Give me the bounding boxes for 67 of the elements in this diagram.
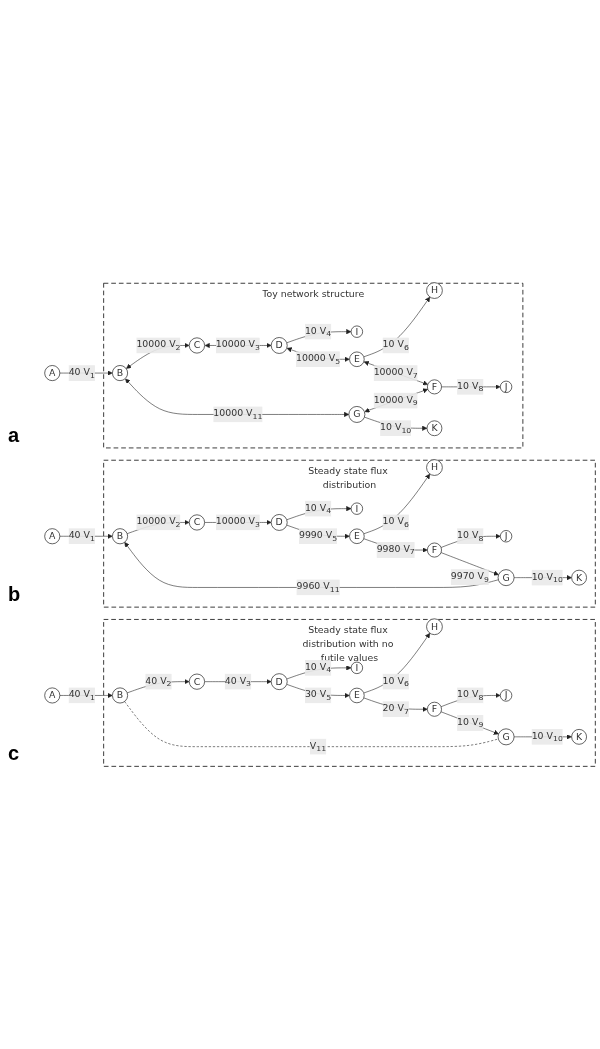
node-circle: K [571, 729, 587, 745]
node-circle: B [112, 687, 128, 704]
node-circle: E [349, 687, 365, 704]
edge-label: 10000 V$_{9}$ [373, 393, 418, 407]
edge-label: 10000 V$_{3}$ [215, 338, 260, 352]
node-circle: E [349, 528, 365, 544]
node-circle: E [349, 351, 365, 367]
edge-label: 40 V$_{1}$ [68, 688, 95, 702]
node-circle: C [188, 673, 205, 690]
node-circle: C [188, 337, 205, 354]
edge-label: 10000 V$_{11}$ [213, 407, 263, 421]
edge-label: 10 V$_{6}$ [382, 674, 409, 688]
edge-label: 10 V$_{8}$ [457, 529, 484, 543]
edge-label: 30 V$_{5}$ [304, 688, 332, 702]
edge-label: 9980 V$_{7}$ [376, 543, 415, 557]
node-circle: F [427, 379, 442, 395]
edge-label: 40 V$_{1}$ [68, 529, 95, 543]
node-circle: I [350, 661, 363, 674]
panel-letter: a [8, 423, 20, 447]
edge-label: 10 V$_{10}$ [380, 421, 412, 435]
edge-label: 10 V$_{10}$ [531, 570, 563, 584]
edge-label: V$_{11}$ [309, 739, 327, 753]
node-circle: J [499, 380, 513, 393]
panel-letter: c [8, 742, 20, 766]
node-circle: K [571, 569, 587, 586]
node-circle: A [44, 687, 61, 704]
node-circle: D [270, 514, 288, 531]
edge-label: 10 V$_{8}$ [457, 380, 484, 394]
edge-label: 10 V$_{4}$ [304, 661, 332, 675]
node-circle: G [497, 569, 515, 586]
node-circle: G [348, 406, 366, 423]
node-circle: F [427, 701, 442, 717]
node-circle: C [188, 514, 205, 531]
edge-label: 10 V$_{4}$ [304, 324, 332, 338]
edge-label: 10 V$_{9}$ [457, 716, 484, 730]
node-circle: G [497, 728, 515, 746]
edge-label: 9960 V$_{11}$ [296, 580, 340, 594]
panel-letter: b [8, 583, 21, 607]
node-circle: J [499, 689, 513, 702]
node-circle: D [270, 673, 288, 690]
node-circle: I [350, 502, 363, 515]
edge-label: 10 V$_{10}$ [531, 730, 563, 744]
edge-label: 10000 V$_{2}$ [136, 338, 181, 352]
node-circle: F [427, 542, 442, 558]
edge-label: 40 V$_{3}$ [224, 674, 252, 688]
node-circle: B [112, 365, 128, 382]
node-circle: K [426, 420, 443, 437]
edge-label: 10000 V$_{7}$ [373, 366, 418, 380]
node-circle: A [44, 365, 61, 381]
node-circle: A [44, 528, 61, 545]
edge-label: 20 V$_{7}$ [382, 702, 409, 716]
node-circle: I [350, 325, 363, 338]
edge-label: 9970 V$_{9}$ [450, 570, 489, 584]
edge-label: 40 V$_{1}$ [68, 366, 95, 380]
node-circle: D [270, 337, 288, 354]
edge-label: 10 V$_{4}$ [304, 501, 332, 515]
node-circle: B [112, 528, 128, 545]
edge-label: 10 V$_{6}$ [382, 515, 409, 529]
edge-label: 9990 V$_{5}$ [298, 529, 338, 543]
connector [124, 701, 499, 747]
edge-label: 10000 V$_{2}$ [136, 515, 181, 529]
edge-label: 40 V$_{2}$ [145, 674, 172, 688]
node-circle: J [499, 530, 513, 543]
edge-label: 10000 V$_{3}$ [215, 515, 260, 529]
edge-label: 10 V$_{6}$ [382, 338, 409, 352]
edge-label: 10000 V$_{5}$ [295, 352, 341, 366]
edge-label: 10 V$_{8}$ [457, 688, 484, 702]
